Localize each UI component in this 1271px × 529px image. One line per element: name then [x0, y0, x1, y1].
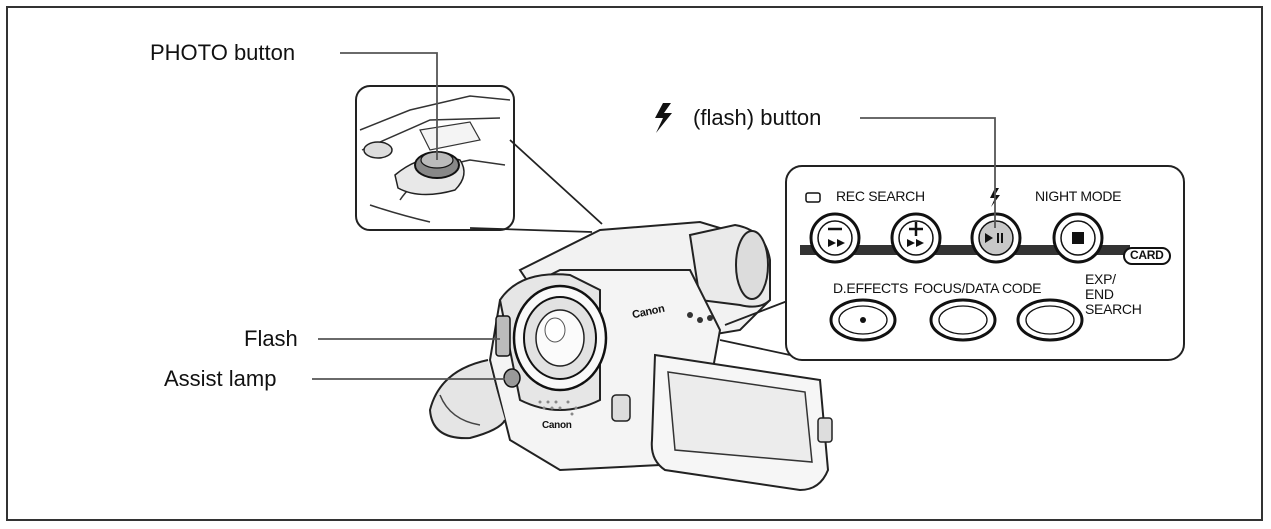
card-lamp [1123, 247, 1171, 265]
camcorder-body [428, 220, 833, 492]
photo-button-label: PHOTO button [150, 40, 296, 65]
flash-button-leader [860, 117, 996, 228]
zoom-line-top [509, 139, 603, 225]
exp-end-search-label: EXP/ END SEARCH [1085, 272, 1142, 317]
d-effects-label: D.EFFECTS [833, 280, 909, 296]
flash-play-pause-button[interactable] [970, 212, 1022, 264]
search-label: SEARCH [1085, 301, 1142, 317]
d-effects-button[interactable] [829, 298, 897, 342]
panel-zoom-line-bottom [719, 339, 791, 356]
flash-label: Flash [244, 326, 298, 351]
tape-icon [805, 192, 821, 203]
card-label: CARD [1130, 248, 1164, 262]
button-panel [785, 165, 1185, 361]
exp-end-search-button[interactable] [1016, 298, 1084, 342]
lightning-bolt-icon [655, 103, 672, 133]
exp-label: EXP/ [1085, 271, 1116, 287]
photo-button-leader [340, 52, 438, 160]
photo-button-inset [355, 85, 515, 231]
zoom-line-bottom [469, 227, 593, 233]
assist-lamp-label: Assist lamp [164, 366, 277, 391]
night-mode-stop-button[interactable] [1052, 212, 1104, 264]
camera-front-brand: Canon [542, 420, 572, 431]
night-mode-label: NIGHT MODE [1035, 188, 1122, 204]
rec-search-plus-button[interactable] [890, 212, 942, 264]
rec-search-label: REC SEARCH [836, 188, 925, 204]
focus-data-code-label: FOCUS/DATA CODE [914, 280, 1042, 296]
rec-search-minus-button[interactable] [809, 212, 861, 264]
end-label: END [1085, 286, 1114, 302]
panel-zoom-line-top [724, 299, 791, 326]
focus-data-code-button[interactable] [929, 298, 997, 342]
flash-button-label: (flash) button [693, 105, 822, 130]
